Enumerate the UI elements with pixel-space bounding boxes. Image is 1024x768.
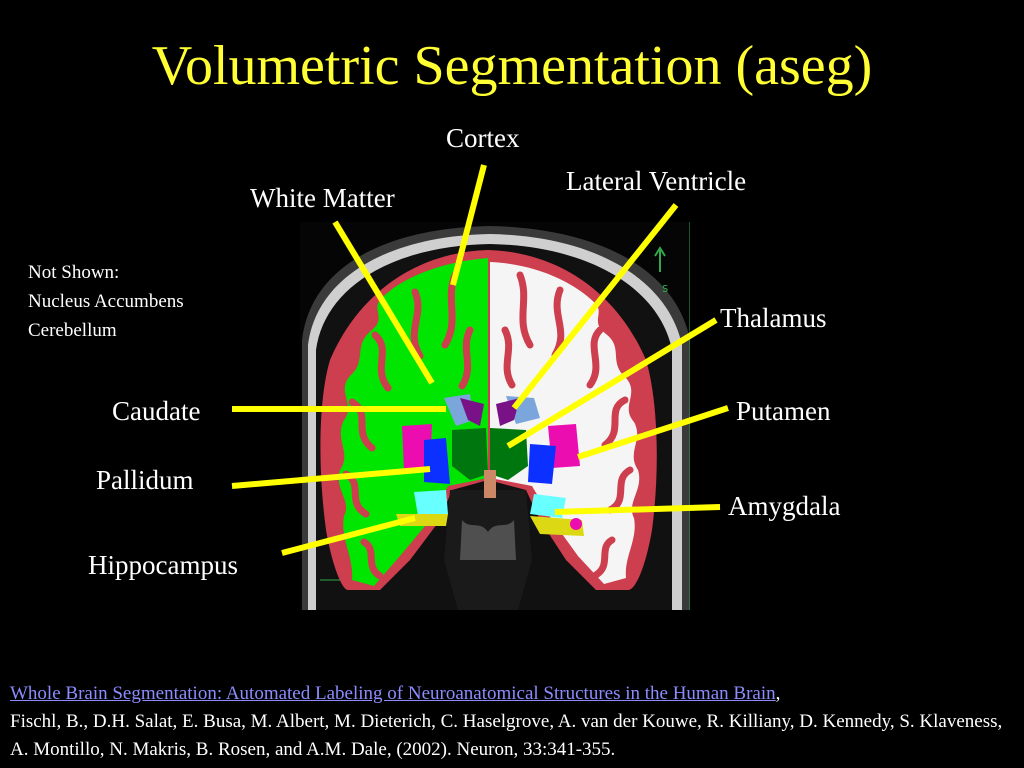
pallidum-pointer bbox=[231, 466, 431, 489]
label-hippocampus: Hippocampus bbox=[88, 550, 238, 580]
label-putamen: Putamen bbox=[736, 396, 831, 426]
lateral-ventricle-pointer bbox=[511, 203, 679, 410]
reference-citation: Whole Brain Segmentation: Automated Labe… bbox=[10, 680, 1015, 764]
label-white-matter: White Matter bbox=[250, 183, 395, 213]
mri-coronal-slice: s bbox=[300, 222, 690, 610]
reference-link[interactable]: Whole Brain Segmentation: Automated Labe… bbox=[10, 683, 776, 704]
pallidum-left bbox=[424, 438, 450, 484]
label-amygdala: Amygdala bbox=[728, 491, 841, 521]
thalamus bbox=[452, 428, 528, 480]
not-shown-heading: Not Shown: bbox=[28, 262, 120, 283]
pointer-arrows bbox=[231, 164, 729, 556]
label-cortex: Cortex bbox=[446, 123, 520, 153]
white-matter-pointer bbox=[332, 220, 435, 385]
thalamus-pointer bbox=[506, 317, 718, 449]
orientation-marker: s bbox=[662, 281, 668, 295]
not-shown-note: Not Shown: Nucleus Accumbens Cerebellum bbox=[28, 258, 184, 345]
not-shown-item: Nucleus Accumbens bbox=[28, 291, 184, 312]
reference-authors: Fischl, B., D.H. Salat, E. Busa, M. Albe… bbox=[10, 711, 1003, 760]
hippocampus-right bbox=[530, 516, 584, 536]
label-thalamus: Thalamus bbox=[720, 303, 827, 333]
amygdala-left bbox=[414, 490, 448, 516]
hippocampus-pointer bbox=[281, 515, 416, 556]
slide-title: Volumetric Segmentation (aseg) bbox=[151, 35, 873, 97]
reference-separator: , bbox=[775, 683, 781, 704]
label-pallidum: Pallidum bbox=[96, 465, 194, 495]
pallidum-right bbox=[528, 444, 556, 484]
cortex-pointer bbox=[450, 164, 487, 286]
putamen-right bbox=[548, 424, 580, 468]
not-shown-item: Cerebellum bbox=[28, 320, 117, 341]
label-caudate: Caudate bbox=[112, 396, 201, 426]
label-lateral-ventricle: Lateral Ventricle bbox=[566, 166, 747, 196]
putamen-pointer bbox=[577, 405, 729, 460]
amygdala-pointer bbox=[554, 504, 721, 515]
third-ventricle bbox=[484, 470, 496, 498]
lateral-ventricle-left bbox=[460, 398, 484, 426]
